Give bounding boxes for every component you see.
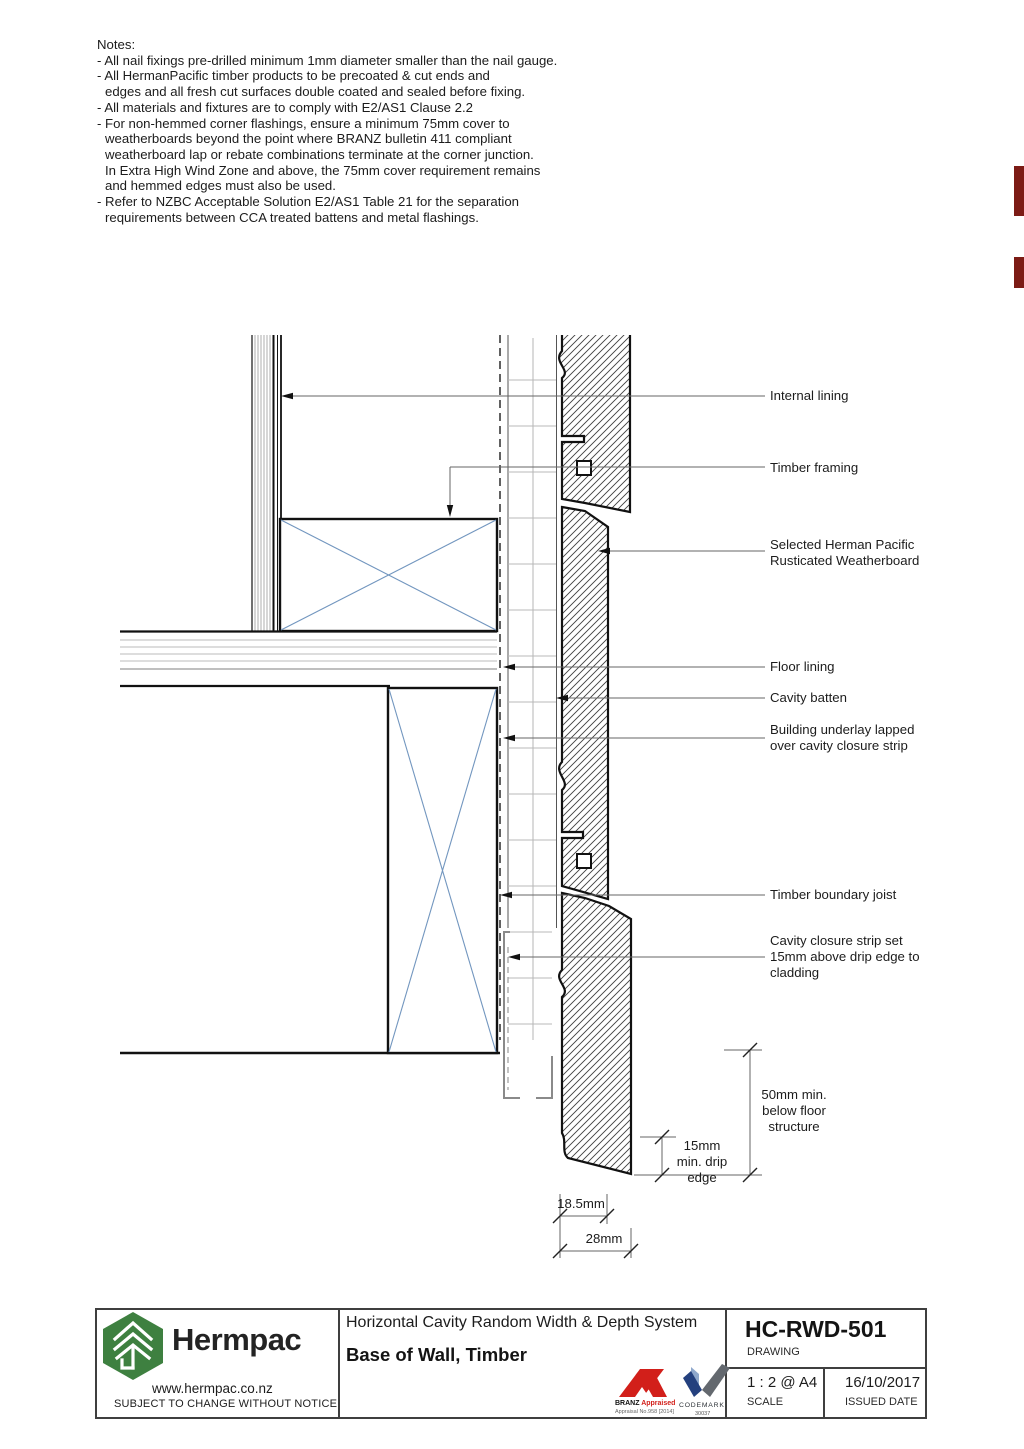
cavity-battens — [507, 335, 557, 1040]
callout-timber-framing: Timber framing — [770, 460, 859, 475]
note-line: requirements between CCA treated battens… — [105, 209, 479, 225]
note-line: weatherboard lap or rebate combinations … — [105, 146, 534, 162]
note-line: edges and all fresh cut surfaces double … — [105, 84, 526, 100]
drawing-title: Base of Wall, Timber — [346, 1344, 527, 1365]
dim-28mm: 28mm — [585, 1231, 623, 1246]
nogging — [278, 517, 499, 633]
callout-building-underlay: Building underlay lapped over cavity clo… — [770, 722, 915, 753]
dim-15mm: 15mm min. drip edge — [676, 1138, 728, 1185]
drawing-number: HC-RWD-501 — [745, 1316, 887, 1342]
title-block-divider — [823, 1367, 825, 1417]
boundary-joist — [386, 686, 499, 1055]
weatherboard-cladding — [558, 335, 633, 1176]
cavity-closure-strip — [503, 931, 553, 1099]
dimension-lines — [552, 1042, 762, 1259]
hermpac-logo-icon — [103, 1312, 163, 1380]
dim-50mm: 50mm min. below floor structure — [761, 1087, 827, 1134]
dim-18-5mm: 18.5mm — [557, 1196, 605, 1211]
title-block-divider — [725, 1367, 925, 1369]
note-line: - All materials and fixtures are to comp… — [97, 99, 474, 115]
notes-title: Notes: — [97, 37, 136, 52]
nail-fixing-upper — [576, 460, 592, 476]
callout-floor-lining: Floor lining — [770, 659, 835, 674]
stud-and-lining — [251, 335, 282, 631]
page-edge-mark — [1014, 257, 1024, 288]
callout-boundary-joist: Timber boundary joist — [770, 887, 897, 902]
system-title: Horizontal Cavity Random Width & Depth S… — [346, 1314, 698, 1331]
note-line: - For non-hemmed corner flashings, ensur… — [97, 115, 510, 131]
title-block-divider — [338, 1310, 340, 1417]
callout-weatherboard: Selected Herman Pacific Rusticated Weath… — [770, 537, 920, 568]
codemark-logo-icon: CODEMARK 30037 — [677, 1362, 733, 1418]
notes-block: Notes: - All nail fixings pre-drilled mi… — [97, 37, 557, 225]
issued-date-value: 16/10/2017 — [845, 1374, 921, 1391]
note-line: - All HermanPacific timber products to b… — [97, 68, 490, 84]
callout-internal-lining: Internal lining — [770, 388, 849, 403]
branz-appraised-logo-icon: BRANZ Appraised Appraisal No.958 [2014] — [615, 1366, 675, 1418]
callout-cavity-batten: Cavity batten — [770, 690, 847, 705]
drawing-number-label: DRAWING — [747, 1346, 800, 1358]
floor-structure — [120, 630, 500, 1055]
title-block-divider — [725, 1310, 727, 1417]
note-line: and hemmed edges must also be used. — [105, 178, 336, 194]
scale-label: SCALE — [747, 1396, 784, 1408]
callout-cavity-closure-strip: Cavity closure strip set 15mm above drip… — [770, 933, 920, 980]
note-line: - Refer to NZBC Acceptable Solution E2/A… — [97, 194, 519, 210]
page-edge-mark — [1014, 166, 1024, 216]
brand-name: Hermpac — [172, 1322, 302, 1357]
note-line: In Extra High Wind Zone and above, the 7… — [105, 162, 541, 178]
nail-fixing-lower — [576, 853, 592, 869]
title-block: Hermpac www.hermpac.co.nz SUBJECT TO CHA… — [95, 1308, 927, 1419]
disclaimer-text: SUBJECT TO CHANGE WITHOUT NOTICE — [114, 1398, 338, 1410]
note-line: weatherboards beyond the point where BRA… — [105, 131, 512, 147]
leader-lines — [281, 392, 765, 961]
issued-date-label: ISSUED DATE — [845, 1396, 918, 1408]
website-text: www.hermpac.co.nz — [152, 1381, 273, 1396]
note-line: - All nail fixings pre-drilled minimum 1… — [97, 52, 558, 68]
scale-value: 1 : 2 @ A4 — [747, 1374, 818, 1391]
